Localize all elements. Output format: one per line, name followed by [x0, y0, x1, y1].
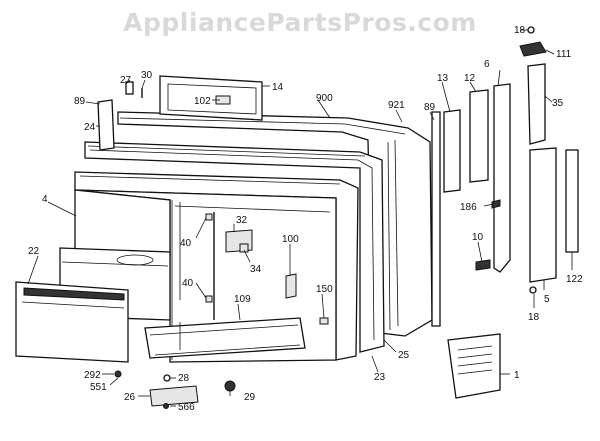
callout-10: 10	[472, 232, 484, 243]
callout-18-bottom: 18	[528, 312, 540, 323]
callout-14: 14	[272, 82, 284, 93]
part-186	[491, 199, 501, 209]
callout-13: 13	[437, 73, 449, 84]
screw-566	[163, 403, 169, 409]
part-10	[475, 259, 491, 271]
callout-34: 34	[250, 264, 262, 275]
part-40-upper	[205, 213, 213, 221]
callout-150: 150	[316, 284, 333, 295]
callout-12: 12	[464, 73, 476, 84]
door-outer-shell	[117, 111, 433, 337]
callout-292: 292	[84, 370, 101, 381]
callout-40-lower: 40	[182, 278, 194, 289]
part-28	[163, 374, 171, 382]
callout-1: 1	[514, 370, 520, 381]
callout-32: 32	[236, 215, 248, 226]
clip-111	[519, 41, 547, 57]
callout-921: 921	[388, 100, 405, 111]
callout-23: 23	[374, 372, 386, 383]
callout-89-right: 89	[424, 102, 436, 113]
callout-29: 29	[244, 392, 256, 403]
strip-89-right	[431, 111, 441, 327]
callout-4: 4	[42, 194, 48, 205]
callout-111: 111	[556, 49, 572, 60]
callout-109: 109	[234, 294, 251, 305]
manual-booklet	[447, 333, 501, 399]
hinge-5	[529, 147, 557, 283]
top-frame	[159, 75, 263, 121]
part-100	[285, 273, 297, 299]
callout-24: 24	[84, 122, 96, 133]
callout-18-top: 18	[514, 25, 526, 36]
bracket-26	[149, 385, 199, 407]
part-150	[319, 317, 329, 325]
front-panel	[15, 281, 129, 363]
callout-25: 25	[398, 350, 410, 361]
callout-35: 35	[552, 98, 564, 109]
strip-35	[527, 63, 546, 145]
bracket-6	[493, 83, 511, 273]
watermark: AppliancePartsPros.com	[123, 8, 477, 37]
callout-30: 30	[141, 70, 153, 81]
callout-122: 122	[566, 274, 583, 285]
screw-18-bottom	[529, 286, 537, 294]
part-29	[224, 380, 236, 392]
callout-26: 26	[124, 392, 136, 403]
callout-566: 566	[178, 402, 195, 413]
strip-122	[565, 149, 579, 253]
part-34	[239, 243, 249, 253]
screw-292	[114, 370, 122, 378]
strip-12	[469, 89, 489, 183]
callout-186: 186	[460, 202, 477, 213]
callout-40-upper: 40	[180, 238, 192, 249]
part-27	[125, 81, 134, 95]
callout-5: 5	[544, 294, 550, 305]
callout-551: 551	[90, 382, 107, 393]
callout-900: 900	[316, 93, 333, 104]
callout-89-left: 89	[74, 96, 86, 107]
part-40-lower	[205, 295, 213, 303]
door-gasket-frame	[84, 141, 385, 353]
meat-tray	[144, 317, 306, 359]
strip-13	[443, 109, 461, 193]
callout-100: 100	[282, 234, 299, 245]
part-89-left	[97, 99, 115, 151]
callout-28: 28	[178, 373, 190, 384]
callout-labels: 18 111 6 35 13 12 27 30 14 900 921 89 89…	[28, 25, 583, 413]
callout-22: 22	[28, 246, 40, 257]
callout-27: 27	[120, 75, 132, 86]
callout-102: 102	[194, 96, 211, 107]
callout-6: 6	[484, 59, 490, 70]
leader-lines	[27, 29, 573, 407]
